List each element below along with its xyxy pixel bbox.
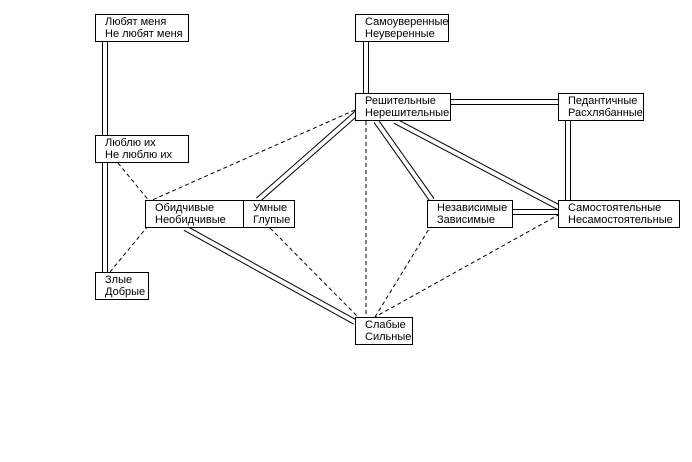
node-independent: Независимые Зависимые	[427, 200, 513, 228]
edge-decisive-selfreliant	[393, 118, 562, 211]
node-i-love-line2: Не люблю их	[105, 149, 172, 161]
node-self-reliant-line1: Самостоятельные	[568, 202, 662, 214]
node-smart-line2: Глупые	[253, 214, 291, 226]
node-confident-line1: Самоуверенные	[365, 16, 449, 28]
node-smart-line1: Умные	[253, 202, 288, 214]
node-independent-line2: Зависимые	[437, 214, 495, 226]
edge-line	[259, 113, 360, 203]
node-self-reliant-line2: Несамостоятельные	[568, 214, 673, 226]
edge-decisive-touchy	[149, 109, 356, 202]
edge-line	[117, 162, 151, 203]
node-weak-line2: Сильные	[365, 331, 412, 343]
node-decisive: Решительные Нерешительные	[355, 93, 451, 121]
edge-line	[149, 109, 356, 202]
edge-line	[373, 122, 431, 202]
edge-independent-selfreliant	[513, 209, 558, 215]
edge-line	[256, 109, 357, 199]
edge-i_love-evil	[102, 163, 108, 272]
edge-i_love-touchy	[117, 162, 151, 203]
node-decisive-line2: Нерешительные	[365, 107, 450, 119]
node-love-me-line2: Не любят меня	[105, 28, 183, 40]
node-touchy: Обидчивые Необидчивые	[145, 200, 253, 228]
node-weak: Слабые Сильные	[355, 317, 413, 345]
node-smart: Умные Глупые	[243, 200, 295, 228]
node-pedantic-line1: Педантичные	[568, 95, 638, 107]
node-independent-line1: Независимые	[437, 202, 508, 214]
node-weak-line1: Слабые	[365, 319, 406, 331]
node-confident: Самоуверенные Неуверенные	[355, 14, 449, 42]
node-self-reliant: Самостоятельные Несамостоятельные	[558, 200, 680, 228]
edge-line	[183, 229, 355, 325]
node-pedantic: Педантичные Расхлябанные	[558, 93, 644, 121]
edge-touchy-weak	[183, 225, 357, 325]
node-pedantic-line2: Расхлябанные	[568, 107, 643, 119]
edge-line	[395, 118, 562, 207]
node-love-me: Любят меня Не любят меня	[95, 14, 189, 42]
edge-pedantic-selfreliant	[565, 121, 571, 200]
edge-independent-weak	[374, 223, 433, 318]
node-touchy-line2: Необидчивые	[155, 214, 226, 226]
node-evil-line2: Добрые	[105, 286, 146, 298]
node-i-love: Люблю их Не люблю их	[95, 135, 189, 163]
edge-confident-decisive	[363, 42, 369, 93]
edge-smart-weak	[269, 227, 359, 318]
edge-selfreliant-weak	[374, 213, 561, 318]
edge-decisive-smart	[256, 109, 360, 203]
node-evil: Злые Добрые	[95, 272, 149, 300]
edge-line	[393, 122, 560, 211]
node-confident-line2: Неуверенные	[365, 28, 435, 40]
node-decisive-line1: Решительные	[365, 95, 436, 107]
edge-decisive-independent	[373, 119, 435, 202]
edge-line	[185, 225, 357, 321]
node-love-me-line1: Любят меня	[105, 16, 167, 28]
edge-line	[377, 119, 435, 199]
edge-evil-touchy	[109, 225, 149, 273]
node-i-love-line1: Люблю их	[105, 137, 156, 149]
edge-line	[269, 227, 359, 318]
edge-love_me-i_love	[102, 42, 108, 135]
edge-line	[374, 213, 561, 318]
edge-line	[374, 223, 433, 318]
edge-line	[109, 225, 149, 273]
node-evil-line1: Злые	[105, 274, 133, 286]
node-touchy-line1: Обидчивые	[155, 202, 215, 214]
edge-decisive-pedantic	[451, 99, 558, 105]
